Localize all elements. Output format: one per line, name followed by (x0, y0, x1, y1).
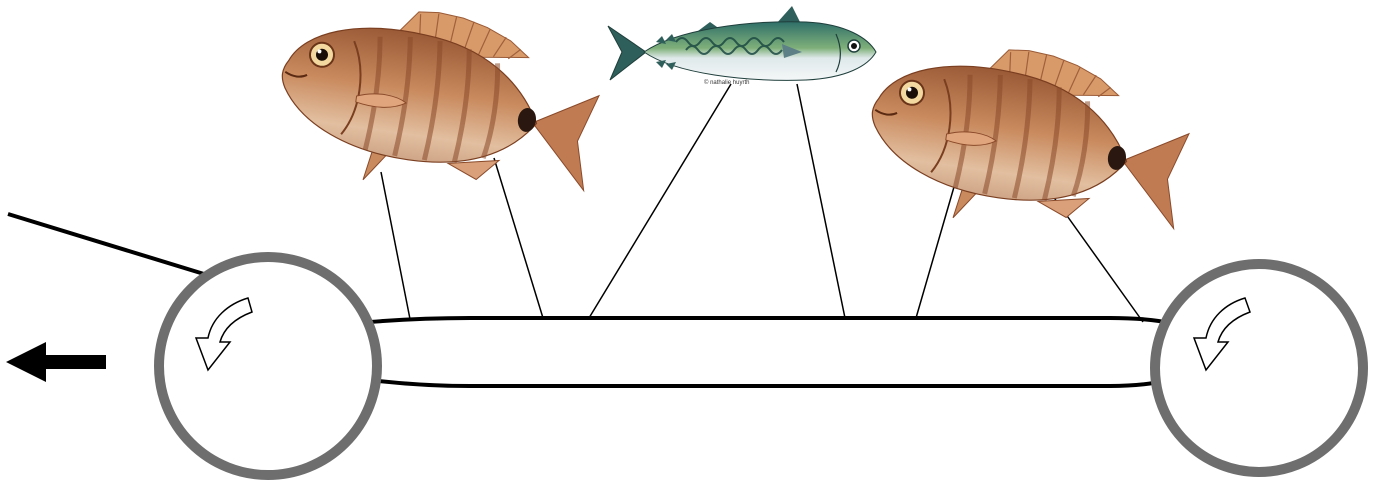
tether-line (381, 172, 410, 319)
mackerel-fish: © nathalie huyrth (608, 6, 876, 86)
image-credit: © nathalie huyrth (704, 79, 749, 86)
sea-bream-fish-left (269, 0, 607, 211)
left-pulley (159, 257, 377, 475)
right-pulley (1155, 264, 1363, 472)
sea-bream-fish-right (859, 30, 1197, 248)
tether-line (797, 84, 845, 318)
tether-line (589, 84, 731, 318)
tether-line (916, 180, 956, 318)
left-arrow-icon (6, 342, 106, 382)
conveyor-belt (370, 318, 1175, 386)
tether-line (494, 158, 543, 318)
incoming-cable-line (8, 214, 204, 274)
